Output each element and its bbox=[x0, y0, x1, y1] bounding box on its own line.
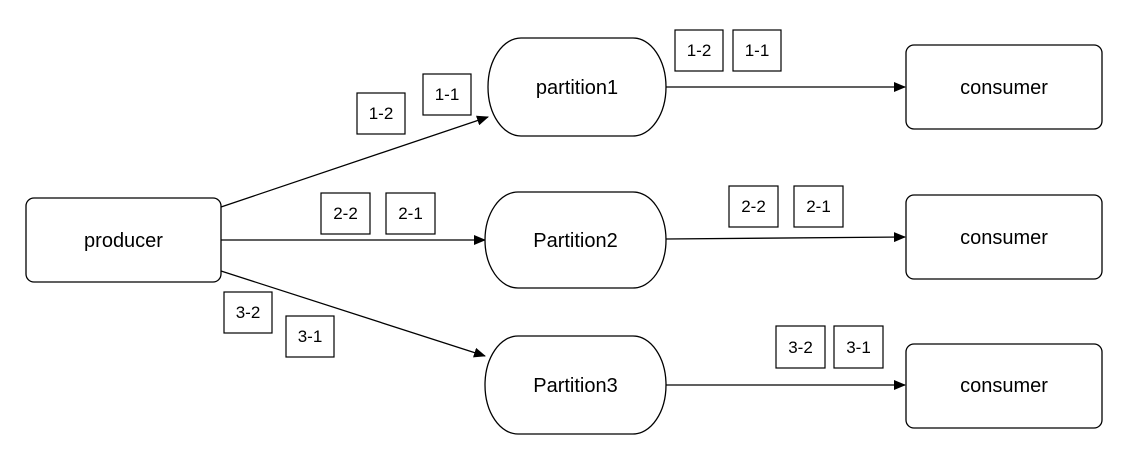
message-label: 1-1 bbox=[435, 85, 460, 104]
message-label: 1-2 bbox=[687, 41, 712, 60]
message-box: 1-2 bbox=[356, 92, 406, 135]
message-label: 2-1 bbox=[806, 197, 831, 216]
partition2-node: Partition2 bbox=[484, 191, 667, 289]
message-box: 3-1 bbox=[285, 315, 335, 358]
message-box: 2-2 bbox=[320, 192, 371, 235]
partition2-label: Partition2 bbox=[533, 230, 618, 252]
message-label: 1-1 bbox=[745, 41, 770, 60]
message-box: 1-1 bbox=[422, 73, 472, 116]
message-box: 1-1 bbox=[732, 29, 782, 72]
message-box: 2-2 bbox=[728, 185, 779, 228]
consumer3-label: consumer bbox=[960, 375, 1048, 397]
message-box: 3-2 bbox=[223, 291, 273, 334]
consumer1-label: consumer bbox=[960, 77, 1048, 99]
message-box: 3-1 bbox=[833, 325, 884, 369]
edge-partition2-consumer2 bbox=[665, 232, 906, 243]
consumer1-node: consumer bbox=[905, 44, 1103, 130]
consumer3-node: consumer bbox=[905, 343, 1103, 429]
edge-producer-partition3 bbox=[220, 270, 486, 358]
message-label: 2-1 bbox=[398, 204, 423, 223]
message-box: 3-2 bbox=[775, 325, 826, 369]
message-label: 3-1 bbox=[846, 338, 871, 357]
message-label: 2-2 bbox=[741, 197, 766, 216]
message-label: 3-2 bbox=[236, 303, 261, 322]
producer-label: producer bbox=[84, 230, 163, 252]
consumer2-label: consumer bbox=[960, 227, 1048, 249]
consumer2-node: consumer bbox=[905, 194, 1103, 280]
message-box: 1-2 bbox=[674, 29, 724, 72]
partition1-node: partition1 bbox=[487, 37, 667, 137]
message-label: 3-2 bbox=[788, 338, 813, 357]
message-label: 1-2 bbox=[369, 104, 394, 123]
message-label: 2-2 bbox=[333, 204, 358, 223]
producer-node: producer bbox=[25, 197, 222, 283]
message-label: 3-1 bbox=[298, 327, 323, 346]
message-box: 2-1 bbox=[385, 192, 436, 235]
partition3-label: Partition3 bbox=[533, 375, 618, 397]
partition1-label: partition1 bbox=[536, 77, 618, 99]
partition3-node: Partition3 bbox=[484, 335, 667, 435]
message-box: 2-1 bbox=[793, 185, 844, 228]
edge-producer-partition1 bbox=[220, 115, 489, 208]
